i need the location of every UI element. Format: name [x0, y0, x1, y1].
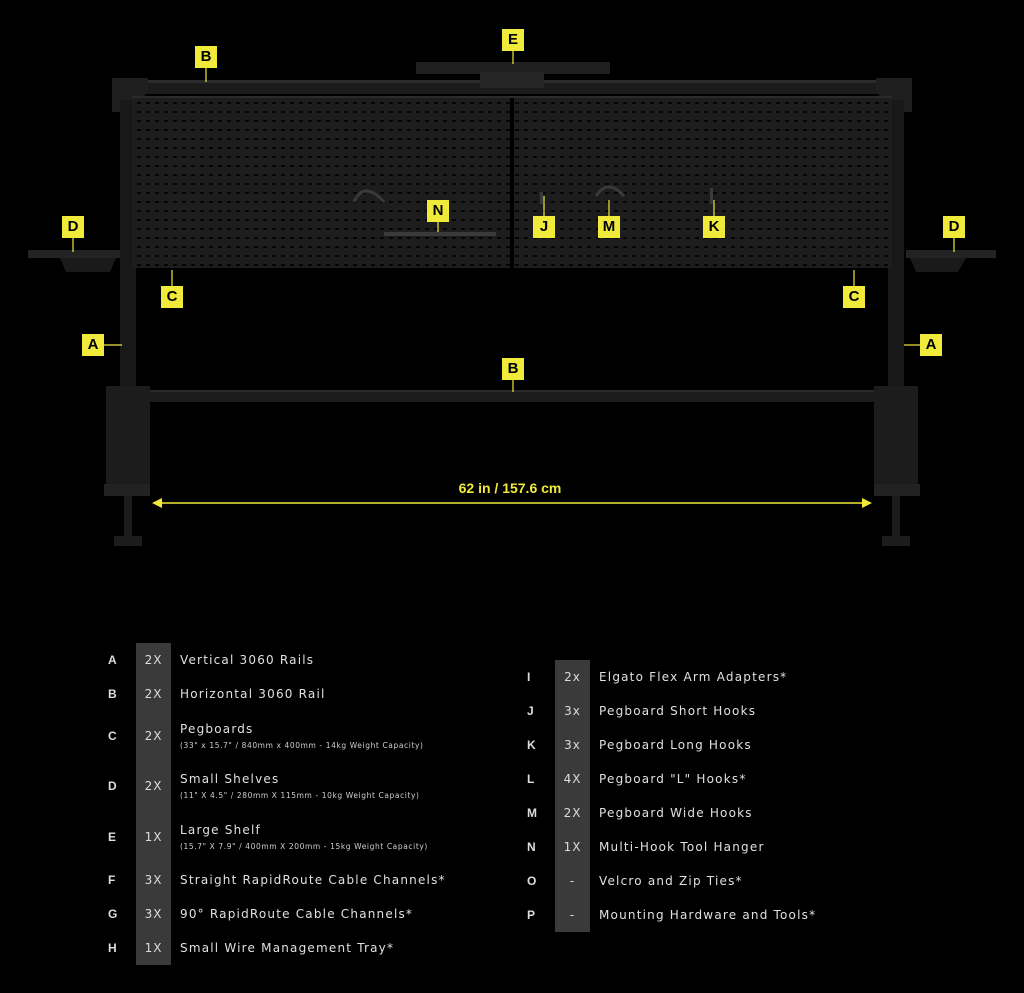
- part-name: Horizontal 3060 Rail: [180, 687, 326, 701]
- mid-rail: [140, 390, 884, 402]
- pegboard-left: [132, 96, 510, 268]
- part-letter: L: [527, 772, 535, 786]
- part-letter: C: [108, 729, 117, 743]
- width-dimension-arrow: [152, 498, 872, 508]
- callout-d-right: D: [943, 216, 965, 238]
- wide-hook-left: [352, 189, 386, 204]
- pegboard-right: [514, 96, 892, 268]
- callout-n: N: [427, 200, 449, 222]
- part-name: Large Shelf: [180, 823, 261, 837]
- part-name: Vertical 3060 Rails: [180, 653, 315, 667]
- callout-a-left: A: [82, 334, 104, 356]
- part-letter: A: [108, 653, 117, 667]
- callout-c-right: C: [843, 286, 865, 308]
- part-letter: M: [527, 806, 537, 820]
- wide-hook-right: [594, 185, 626, 198]
- part-name: Mounting Hardware and Tools*: [599, 908, 817, 922]
- clamp-left: [104, 386, 150, 546]
- callout-m: M: [598, 216, 620, 238]
- callout-j: J: [533, 216, 555, 238]
- part-letter: B: [108, 687, 117, 701]
- desk-frame-diagram: [28, 50, 996, 546]
- part-name: Straight RapidRoute Cable Channels*: [180, 873, 446, 887]
- tool-hanger: [384, 232, 496, 236]
- small-shelf-right: [906, 250, 996, 258]
- part-spec: (11" X 4.5" / 280mm X 115mm - 10kg Weigh…: [180, 791, 420, 800]
- part-qty: 1X: [136, 931, 171, 965]
- part-letter: P: [527, 908, 536, 922]
- callout-e: E: [502, 29, 524, 51]
- part-letter: H: [108, 941, 117, 955]
- part-spec: (33" x 15.7" / 840mm x 400mm - 14kg Weig…: [180, 741, 424, 750]
- part-name: Pegboard Wide Hooks: [599, 806, 753, 820]
- part-qty: 2X: [136, 711, 171, 761]
- clamp-right: [874, 386, 920, 546]
- parts-list-left: A 2X Vertical 3060 Rails B 2X Horizontal…: [108, 0, 548, 993]
- part-qty: 2x: [555, 660, 590, 694]
- part-name: Multi-Hook Tool Hanger: [599, 840, 765, 854]
- part-qty: 3X: [136, 897, 171, 931]
- part-name: Small Shelves: [180, 772, 280, 786]
- part-name: Pegboards: [180, 722, 254, 736]
- large-shelf: [416, 62, 610, 74]
- part-qty: 4X: [555, 762, 590, 796]
- part-letter: O: [527, 874, 537, 888]
- part-qty: 2X: [136, 677, 171, 711]
- part-qty: 3x: [555, 694, 590, 728]
- callout-d-left: D: [62, 216, 84, 238]
- short-hook: [540, 192, 543, 204]
- part-name: Elgato Flex Arm Adapters*: [599, 670, 788, 684]
- callout-a-right: A: [920, 334, 942, 356]
- part-qty: 2X: [136, 761, 171, 811]
- long-hook: [710, 188, 713, 204]
- callout-b-mid: B: [502, 358, 524, 380]
- part-letter: D: [108, 779, 117, 793]
- part-spec: (15.7" X 7.9" / 400mm X 200mm - 15kg Wei…: [180, 842, 428, 851]
- part-name: 90° RapidRoute Cable Channels*: [180, 907, 414, 921]
- callout-c-left: C: [161, 286, 183, 308]
- part-qty: 1X: [555, 830, 590, 864]
- part-letter: K: [527, 738, 536, 752]
- part-letter: G: [108, 907, 118, 921]
- part-qty: -: [555, 864, 590, 898]
- part-qty: 2X: [555, 796, 590, 830]
- part-qty: 3x: [555, 728, 590, 762]
- parts-list-right: I 2x Elgato Flex Arm Adapters* J 3x Pegb…: [527, 0, 967, 993]
- small-shelf-left: [28, 250, 120, 258]
- part-letter: F: [108, 873, 116, 887]
- part-letter: I: [527, 670, 531, 684]
- part-qty: 3X: [136, 863, 171, 897]
- part-qty: 1X: [136, 811, 171, 863]
- part-name: Velcro and Zip Ties*: [599, 874, 743, 888]
- callout-b-top: B: [195, 46, 217, 68]
- part-name: Small Wire Management Tray*: [180, 941, 395, 955]
- part-name: Pegboard "L" Hooks*: [599, 772, 747, 786]
- part-letter: J: [527, 704, 534, 718]
- part-name: Pegboard Short Hooks: [599, 704, 757, 718]
- width-dimension-label: 62 in / 157.6 cm: [458, 480, 562, 496]
- part-qty: -: [555, 898, 590, 932]
- part-letter: N: [527, 840, 536, 854]
- part-letter: E: [108, 830, 117, 844]
- part-qty: 2X: [136, 643, 171, 677]
- part-name: Pegboard Long Hooks: [599, 738, 752, 752]
- callout-k: K: [703, 216, 725, 238]
